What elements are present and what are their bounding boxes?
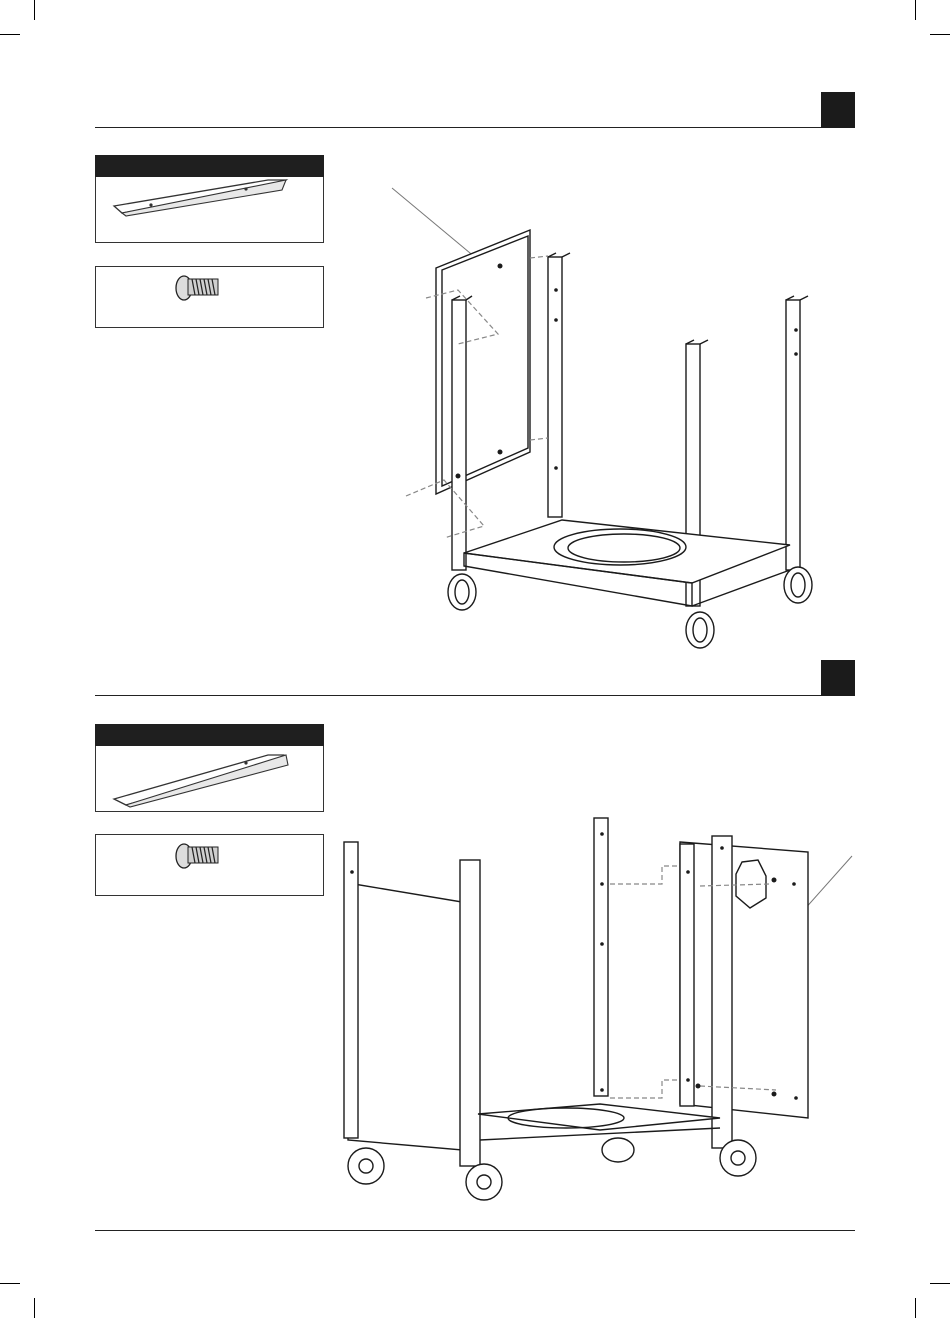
footer-rule xyxy=(95,1230,855,1231)
